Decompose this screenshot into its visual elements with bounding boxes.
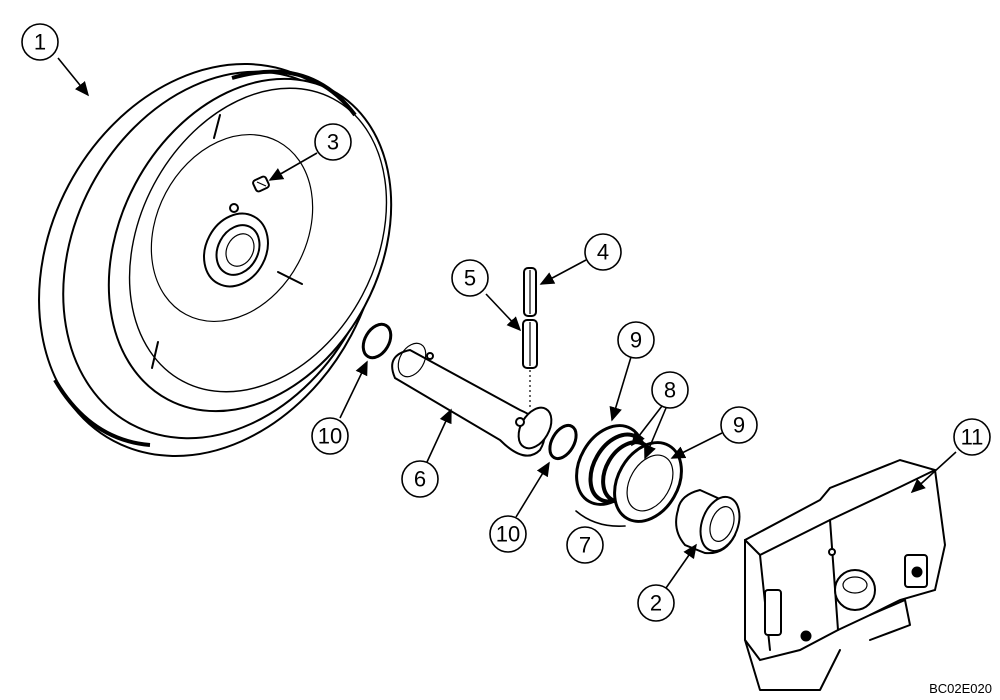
o-ring-right bbox=[548, 423, 578, 461]
idler-shaft bbox=[391, 342, 553, 457]
figure-code: BC02E020 bbox=[929, 681, 992, 696]
callout-3: 3 bbox=[268, 123, 352, 181]
callout-label: 10 bbox=[318, 424, 342, 449]
callout-label: 10 bbox=[496, 522, 520, 547]
callout-label: 5 bbox=[464, 266, 476, 291]
o-ring-left bbox=[361, 322, 393, 360]
callout-5: 5 bbox=[451, 259, 522, 332]
callout-8: 8 bbox=[631, 371, 689, 460]
idler-wheel bbox=[38, 63, 393, 457]
callout-label: 3 bbox=[327, 130, 339, 155]
callout-10-left: 10 bbox=[311, 360, 368, 455]
plug-screw bbox=[252, 175, 270, 193]
retainer-wire bbox=[575, 510, 626, 528]
roll-pin-4 bbox=[523, 267, 537, 317]
callout-6: 6 bbox=[401, 408, 452, 498]
bushing bbox=[675, 488, 741, 555]
callout-4: 4 bbox=[539, 233, 622, 285]
callout-9-lower: 9 bbox=[670, 406, 758, 459]
callout-label: 4 bbox=[597, 240, 609, 265]
callout-label: 11 bbox=[961, 425, 984, 450]
yoke-bracket bbox=[744, 458, 947, 691]
callout-label: 2 bbox=[650, 591, 662, 616]
callout-7: 7 bbox=[566, 526, 604, 564]
callout-2: 2 bbox=[637, 543, 697, 622]
roll-pin-5 bbox=[522, 319, 538, 410]
callout-label: 6 bbox=[414, 467, 426, 492]
callout-11: 11 bbox=[910, 418, 991, 494]
callout-label: 9 bbox=[733, 413, 745, 438]
callout-label: 7 bbox=[579, 533, 591, 558]
callout-1: 1 bbox=[21, 23, 90, 97]
callout-label: 1 bbox=[34, 30, 46, 55]
callout-label: 8 bbox=[664, 378, 676, 403]
callout-9-upper: 9 bbox=[609, 321, 655, 422]
callout-label: 9 bbox=[630, 328, 642, 353]
callout-10-right: 10 bbox=[489, 461, 550, 553]
